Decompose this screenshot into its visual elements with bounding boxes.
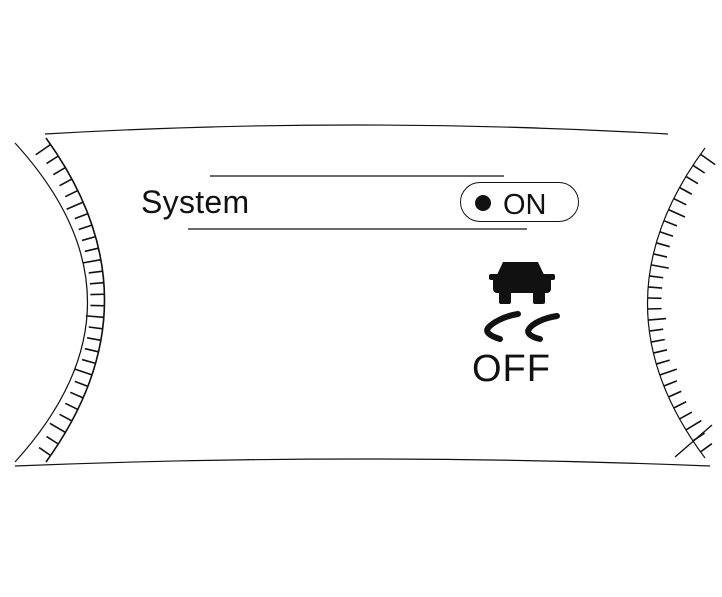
left-gauge-tick [89, 271, 103, 273]
right-gauge-tick [700, 154, 715, 164]
left-gauge-tick [89, 327, 103, 329]
left-gauge-tick [36, 144, 51, 154]
left-gauge-tick [85, 349, 99, 352]
car-wheel-right-icon [533, 292, 545, 304]
system-setting-label: System [141, 186, 250, 218]
toggle-state-label: ON [503, 191, 547, 220]
left-gauge-inner-arc [46, 138, 105, 462]
right-gauge-pointer [675, 425, 712, 457]
right-gauge-tick [660, 369, 677, 375]
right-gauge-tick [660, 232, 673, 237]
left-gauge-tick [82, 237, 95, 241]
left-gauge-tick [46, 156, 58, 164]
right-gauge-tick [649, 276, 663, 278]
right-gauge-tick [664, 221, 677, 226]
skid-mark-left-icon [487, 314, 518, 339]
right-gauge-tick [664, 381, 677, 386]
left-gauge-tick [87, 338, 101, 340]
car-wheel-left-icon [499, 292, 511, 304]
right-gauge-tick [653, 254, 667, 257]
left-gauge-tick [53, 168, 65, 175]
left-gauge-ticks [36, 144, 105, 455]
left-gauge-tick [82, 360, 95, 364]
right-gauge-tick [653, 350, 667, 353]
right-gauge-ticks [648, 154, 716, 452]
left-gauge-tick [86, 316, 104, 317]
right-gauge-tick [693, 165, 705, 173]
left-gauge-tick [60, 179, 72, 186]
right-gauge-tick [649, 329, 663, 331]
right-gauge-tick [648, 287, 662, 288]
right-gauge-tick [648, 319, 666, 320]
left-gauge-tick [75, 214, 88, 219]
right-gauge-tick [656, 360, 669, 364]
right-gauge-tick [669, 210, 685, 217]
toggle-indicator-dot [475, 195, 491, 211]
right-gauge-tick [700, 444, 711, 452]
left-gauge-tick [75, 381, 88, 386]
right-gauge-tick [669, 391, 682, 397]
right-gauge-tick [656, 243, 669, 247]
left-gauge-tick [83, 260, 101, 263]
frame-bottom-edge [15, 459, 710, 466]
left-gauge-tick [75, 369, 92, 375]
right-gauge-tick [686, 176, 698, 183]
left-gauge-tick [65, 403, 78, 409]
traction-off-label: OFF [472, 350, 551, 388]
left-gauge-tick [70, 392, 83, 398]
frame-top-edge [45, 125, 668, 134]
left-gauge-tick [67, 202, 84, 209]
left-gauge-tick [65, 191, 78, 197]
right-gauge-tick [651, 265, 669, 268]
right-gauge-tick [680, 412, 692, 419]
left-gauge-tick [39, 448, 51, 456]
left-gauge-tick [47, 436, 59, 444]
left-gauge-tick [79, 225, 92, 229]
right-gauge-tick [651, 339, 665, 342]
skid-mark-right-icon [528, 316, 557, 339]
left-gauge-tick [90, 283, 104, 284]
right-gauge-tick [674, 402, 687, 408]
right-gauge-tick [686, 421, 701, 430]
left-gauge-tick [60, 414, 72, 421]
right-gauge-arc [648, 148, 706, 458]
system-on-toggle[interactable]: ON [460, 182, 579, 222]
traction-control-off-icon [487, 262, 557, 339]
left-gauge-tick [85, 248, 99, 251]
left-gauge-tick [50, 423, 65, 432]
car-body-icon [493, 274, 551, 293]
right-gauge-tick [674, 199, 687, 205]
right-gauge-tick [680, 187, 692, 194]
